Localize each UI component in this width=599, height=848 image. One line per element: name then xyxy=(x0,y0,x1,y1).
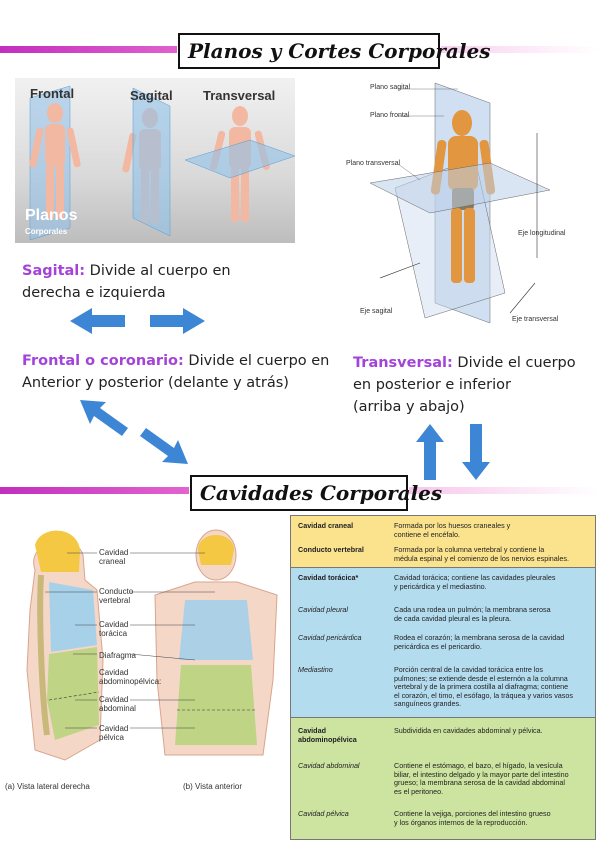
arrows-left-right xyxy=(70,308,205,334)
label-plano-transversal: Plano transversal xyxy=(346,160,401,167)
label-eje-sagital: Eje sagital xyxy=(360,308,393,315)
arrow-right-icon xyxy=(150,308,205,334)
lateral-view xyxy=(26,530,104,761)
table-section-thoracic xyxy=(291,567,595,717)
arrow-up-icon xyxy=(416,424,444,480)
label-plano-sagital: Plano sagital xyxy=(370,84,411,91)
label-eje-transversal: Eje transversal xyxy=(512,316,559,323)
arrows-diagonal xyxy=(80,400,188,464)
label-diafragma: Diafragma xyxy=(99,651,136,660)
label-eje-longitudinal: Eje longitudinal xyxy=(518,230,566,237)
table-divider xyxy=(291,567,595,568)
body-axes-illustration xyxy=(369,82,551,324)
arrow-up-left-icon xyxy=(80,400,128,436)
label-leader-lines xyxy=(45,552,215,729)
planos-logo: Planos Corporales xyxy=(25,207,78,237)
body-axes-image: Plano sagital Plano frontal Plano transv… xyxy=(340,78,580,338)
cavities-table: Cavidad craneal Formada por los huesos c… xyxy=(290,515,596,840)
arrows-up-down xyxy=(416,424,490,480)
table-divider xyxy=(291,717,595,718)
label-transversal: Transversal xyxy=(203,88,276,103)
label-frontal: Frontal xyxy=(30,86,75,101)
body-cavities-illustration xyxy=(26,529,278,761)
arrow-down-icon xyxy=(462,424,490,480)
body-planes-image: Frontal Sagital Transversal Planos Corpo… xyxy=(15,78,295,243)
label-sagital: Sagital xyxy=(130,88,173,103)
definition-transversal: Transversal: Divide el cuerpo en posteri… xyxy=(353,355,576,415)
arrow-left-icon xyxy=(70,308,125,334)
section-title-cavidades: Cavidades Corporales xyxy=(190,475,442,511)
table-section-abdominopelvic xyxy=(291,717,595,839)
arrow-down-right-icon xyxy=(140,428,188,464)
anterior-view xyxy=(154,529,278,756)
caption-lateral: (a) Vista lateral derecha xyxy=(5,782,90,791)
transverse-figure xyxy=(184,106,295,222)
sagittal-figure xyxy=(122,87,171,237)
table-section-dorsal xyxy=(291,516,595,567)
body-planes-illustration xyxy=(29,85,295,241)
frontal-figure xyxy=(29,85,81,241)
caption-anterior: (b) Vista anterior xyxy=(183,782,242,791)
definition-frontal: Frontal o coronario: Divide el cuerpo en… xyxy=(22,353,330,391)
label-plano-frontal: Plano frontal xyxy=(370,112,410,119)
page-title: Planos y Cortes Corporales xyxy=(178,33,490,69)
definition-sagital: Sagital: Divide al cuerpo en derecha e i… xyxy=(22,263,231,301)
